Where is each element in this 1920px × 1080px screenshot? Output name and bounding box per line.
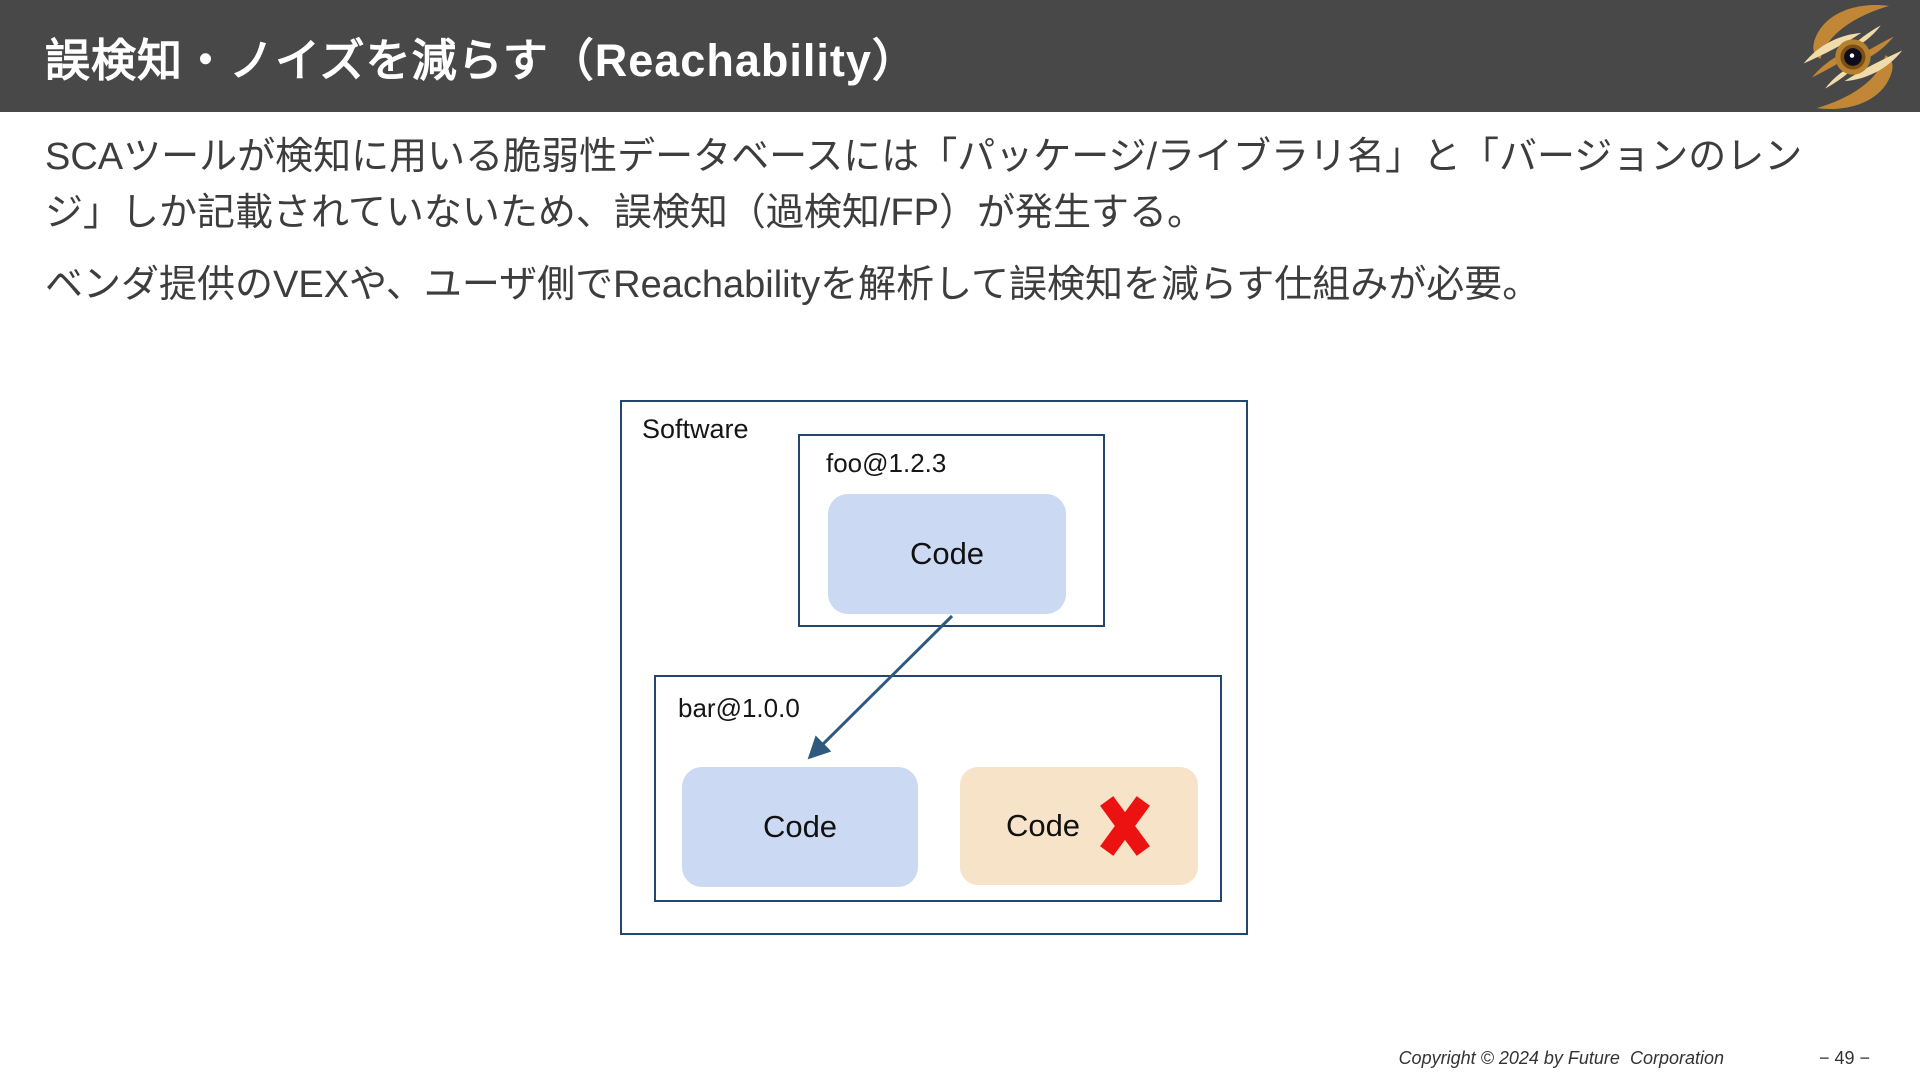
foo-package-box: foo@1.2.3 Code [798,434,1105,627]
foo-code-label: Code [909,536,985,571]
paragraph-false-positives: SCAツールが検知に用いる脆弱性データベースには「パッケージ/ライブラリ名」と「… [45,136,1803,234]
footer-page-number: − 49 − [1818,1048,1870,1068]
bar-unreachable-code-label: Code [1005,808,1081,843]
software-label: Software [642,414,749,444]
foo-package-label: foo@1.2.3 [826,448,947,478]
red-cross-mark-icon [1100,796,1150,856]
bar-reachable-code-block: Code [682,767,918,887]
footer-copyright: Copyright © 2024 by Future Corporation [1398,1048,1724,1068]
paragraph-vex-reachability: ベンダ提供のVEXや、ユーザ側でReachabilityを解析して誤検知を減らす… [45,263,1541,306]
body-text: SCAツールが検知に用いる脆弱性データベースには「パッケージ/ライブラリ名」と「… [45,130,1890,314]
bar-unreachable-code-block: Code [960,767,1198,885]
header-bar: 誤検知・ノイズを減らす（Reachability） [0,0,1920,112]
reachability-diagram: Software foo@1.2.3 Code bar@1.0.0 Code C… [620,400,1248,935]
slide-title: 誤検知・ノイズを減らす（Reachability） [45,34,918,86]
bar-package-box: bar@1.0.0 Code Code [654,675,1222,902]
future-corporation-eye-logo [1803,5,1903,109]
foo-code-block: Code [828,494,1066,614]
bar-package-label: bar@1.0.0 [678,693,800,723]
bar-reachable-code-label: Code [762,809,838,844]
